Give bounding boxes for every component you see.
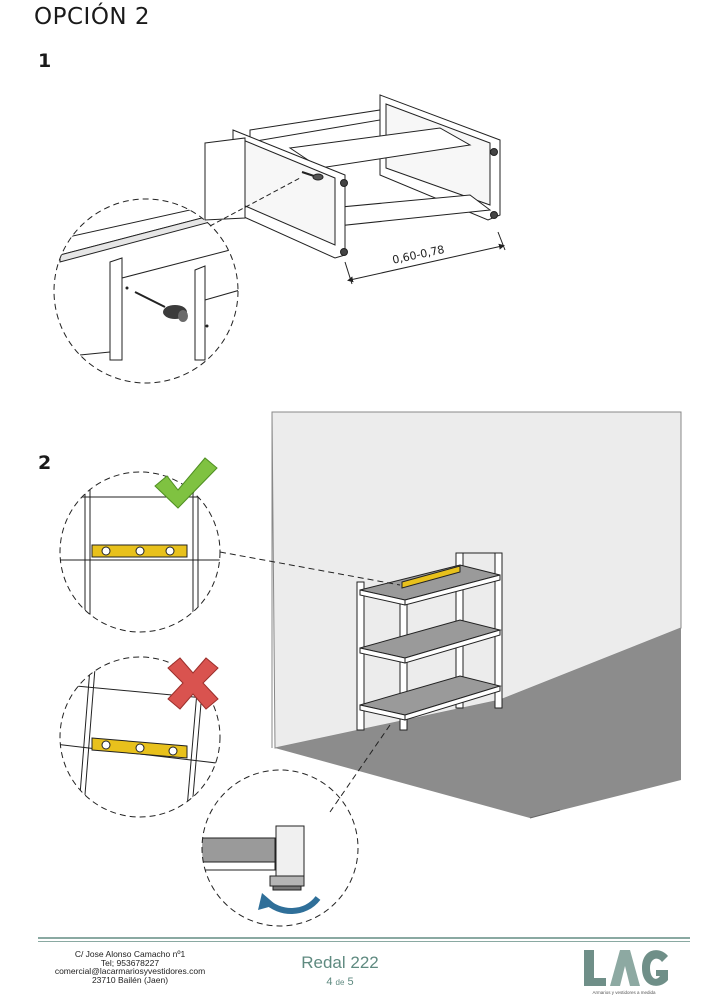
detail-circle-3-content [60,667,220,817]
company-address: C/ Jose Alonso Camacho nº1 Tel; 95367822… [30,950,230,984]
detail-circle-2 [59,471,221,633]
logo-tagline: Armarios y vestidores a medida [592,990,656,995]
footer-rule-top [38,937,690,939]
detail-leader-2 [219,551,401,586]
company-logo [584,950,668,986]
address-street: C/ Jose Alonso Camacho nº1 [74,949,186,959]
address-phone: Tel; 953678227 [100,957,160,968]
footer-rule-bottom [38,941,690,942]
page-total: 5 [347,976,354,988]
page-current: 4 [326,976,333,988]
address-email: comercial@lacarmariosyvestidores.com [54,966,206,977]
page-separator: de [335,978,345,987]
step1-assembly-diagram [204,94,506,285]
room-scene [271,411,682,819]
page-indicator: 4 de 5 [270,976,410,988]
detail-leader-1 [209,177,301,227]
step-2-number: 2 [38,452,52,474]
assembly-illustration: 0,60-0,78 [53,94,682,927]
detail-circle-3 [59,656,221,818]
option-title: OPCIÓN 2 [34,4,151,30]
detail-circle-4 [201,769,359,927]
dimension-label: 0,60-0,78 [391,243,446,267]
check-icon [154,457,218,509]
detail-leader-4 [329,724,391,813]
detail-circle-1 [53,198,239,384]
address-city: 23710 Bailén (Jaen) [91,974,169,985]
detail-circle-2-content [60,480,220,632]
shelf-unit [356,552,503,731]
detail-circle-4-content [202,825,321,914]
step-1-number: 1 [38,50,52,72]
model-name: Redal 222 [301,953,379,972]
cross-icon [167,657,219,710]
